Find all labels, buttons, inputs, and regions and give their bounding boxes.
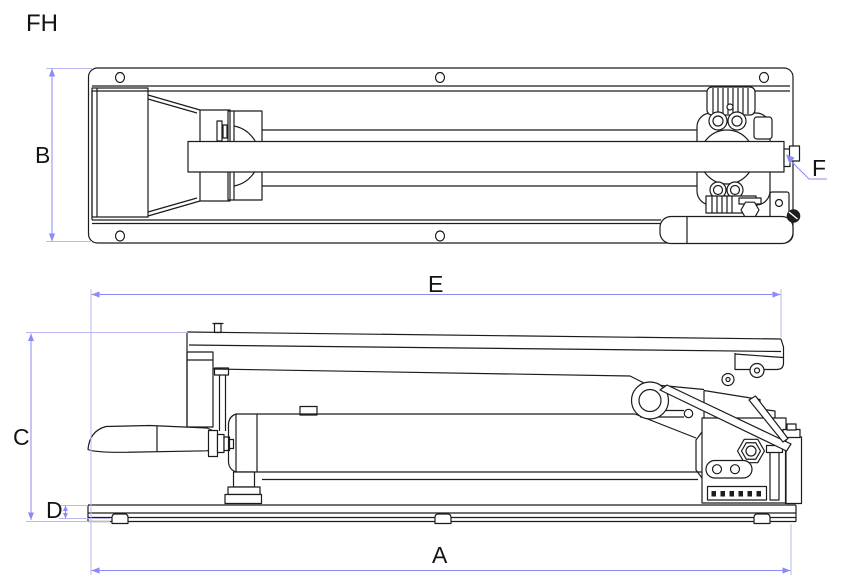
knurled-valve <box>782 423 803 505</box>
dim-label-c: C <box>13 424 30 450</box>
carry-handle <box>659 215 794 245</box>
foot-pedal <box>186 322 785 428</box>
dimension-e <box>90 289 782 575</box>
lever-arm <box>659 384 792 452</box>
mounting-holes <box>114 71 770 242</box>
dim-label-f: F <box>812 155 826 181</box>
leader-f <box>786 154 827 180</box>
hose-fitting <box>783 145 801 168</box>
dim-label-d: D <box>46 497 63 523</box>
dimension-c <box>26 332 188 522</box>
dimension-a <box>91 524 792 575</box>
dimension-d <box>59 505 110 519</box>
dim-label-e: E <box>428 271 443 297</box>
pivot-link <box>213 367 230 431</box>
pull-ring <box>630 381 694 420</box>
drawing-code-label: FH <box>26 10 58 37</box>
pedal-pivot-holes <box>721 362 765 387</box>
side-view <box>87 322 803 525</box>
hydraulic-cylinder <box>227 405 703 481</box>
dimensions: FH B F E C D A <box>13 10 827 575</box>
release-clip <box>786 209 801 223</box>
dim-label-b: B <box>35 142 50 168</box>
dim-label-a: A <box>432 542 448 568</box>
cylinder-mount <box>224 471 263 505</box>
release-handle <box>87 424 235 458</box>
top-view <box>87 67 801 245</box>
piston-rod <box>187 140 785 173</box>
dimension-b <box>46 68 92 242</box>
foot-pads <box>111 513 771 525</box>
